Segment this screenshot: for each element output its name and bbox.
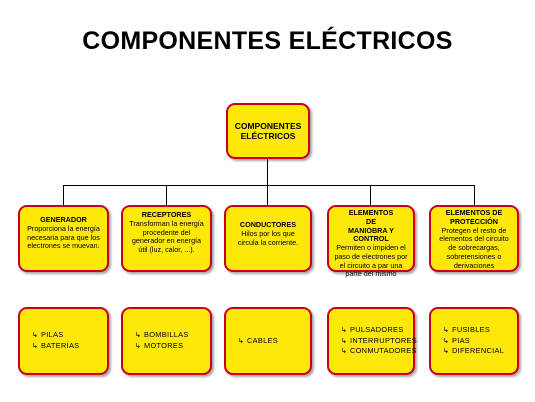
arrow-bullet-icon: ↳ [341,348,348,356]
items-generador: ↳PILAS ↳BATERÍAS [18,307,109,375]
arrow-bullet-icon: ↳ [135,343,142,350]
connector-branch-4 [370,185,371,205]
list-item: ↳CONMUTADORES [341,346,417,356]
arrow-bullet-icon: ↳ [341,327,348,335]
root-node: COMPONENTES ELÉCTRICOS [226,103,310,159]
node-generador: GENERADOR Proporciona la energía necesar… [18,205,109,272]
items-conductores: ↳CABLES [224,307,312,375]
node-conductores: CONDUCTORES Hilos por los que circula la… [224,205,312,272]
page-title: COMPONENTES ELÉCTRICOS [82,27,453,55]
root-label-line2: ELÉCTRICOS [240,131,296,141]
connector-branch-3 [267,185,268,205]
arrow-bullet-icon: ↳ [32,343,39,350]
arrow-bullet-icon: ↳ [32,332,39,340]
arrow-bullet-icon: ↳ [135,332,142,340]
node-description: Hilos por los que circula la corriente. [237,228,299,247]
node-description: Protegen el resto de elementos del circu… [439,225,509,270]
list-item: ↳FUSIBLES [443,325,491,335]
arrow-bullet-icon: ↳ [238,337,245,345]
list-item: ↳BOMBILLAS [135,330,189,340]
connector-root-down [267,159,268,185]
list-item: ↳PULSADORES [341,325,404,335]
connector-branch-1 [63,185,64,205]
list-item: ↳INTERRUPTORES [341,335,418,345]
arrow-bullet-icon: ↳ [443,337,450,345]
arrow-bullet-icon: ↳ [443,348,450,356]
node-receptores: RECEPTORES Transforman la energía proced… [121,205,212,272]
node-description: Transforman la energía procedente del ge… [129,218,204,255]
list-item: ↳CABLES [238,335,278,345]
node-description: Proporciona la energía necesaria para qu… [27,223,100,251]
node-heading: RECEPTORES [141,210,192,219]
node-description: Permiten o impiden el paso de electrones… [334,243,408,279]
list-item: ↳PILAS [32,330,64,340]
connector-horizontal [63,185,475,186]
list-item: ↳BATERÍAS [32,341,80,350]
root-label-line1: COMPONENTES [234,120,302,131]
node-heading: GENERADOR [40,215,87,224]
list-item: ↳PIAS [443,335,471,345]
node-heading: ELEMENTOS DE MANIOBRA Y CONTROL [348,208,394,244]
arrow-bullet-icon: ↳ [443,327,450,335]
list-item: ↳DIFERENCIAL [443,346,505,356]
node-proteccion: ELEMENTOS DE PROTECCIÓN Protegen el rest… [429,205,519,272]
items-receptores: ↳BOMBILLAS ↳MOTORES [121,307,212,375]
connector-branch-5 [474,185,475,205]
items-proteccion: ↳FUSIBLES ↳PIAS ↳DIFERENCIAL [429,307,519,375]
node-heading: ELEMENTOS DE PROTECCIÓN [445,208,503,226]
node-maniobra-control: ELEMENTOS DE MANIOBRA Y CONTROL Permiten… [327,205,415,278]
arrow-bullet-icon: ↳ [341,337,348,345]
items-maniobra-control: ↳PULSADORES ↳INTERRUPTORES ↳CONMUTADORES [327,307,418,375]
list-item: ↳MOTORES [135,341,184,350]
connector-branch-2 [166,185,167,205]
node-heading: CONDUCTORES [239,220,297,229]
